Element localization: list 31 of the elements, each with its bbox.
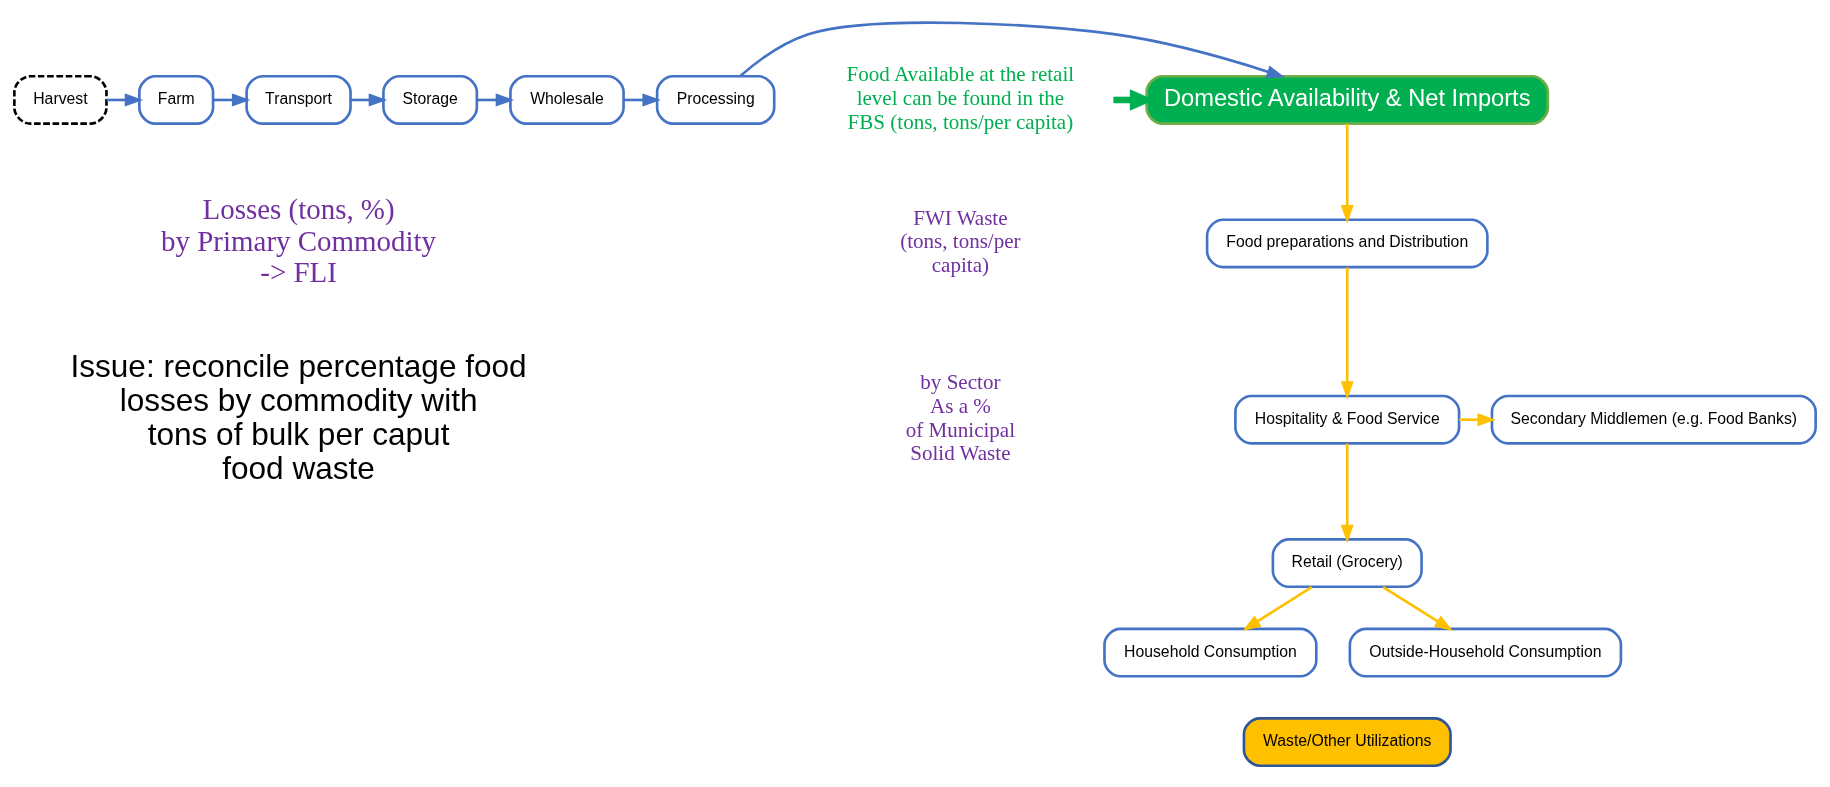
arrow (1340, 266, 1354, 400)
arrow (1242, 585, 1313, 631)
node-box: Storage (382, 74, 479, 125)
arrow (1459, 412, 1496, 426)
node-box: Processing (655, 74, 776, 125)
node-box: Waste/Other Utilizations (1242, 716, 1452, 767)
label: Issue: reconcile percentage food losses by commodity with tons of bulk per caput food waste (70, 347, 527, 486)
node-box: Outside-Household Consumption (1348, 627, 1623, 678)
arrow (477, 93, 515, 106)
label: Losses (tons, %) by Primary Commodity -> FLI (161, 192, 437, 288)
label: by Sector As a % of Municipal Solid Waste (905, 369, 1016, 465)
node-box: Domestic Availability & Net Imports (1145, 74, 1550, 125)
arrow (739, 20, 1286, 78)
arrow (1340, 123, 1354, 223)
node-box: Harvest (13, 74, 108, 125)
label: FWI Waste (tons, tons/per capita) (900, 205, 1021, 277)
node-box: Wholesale (509, 74, 625, 125)
node-box: Farm (138, 74, 215, 125)
arrow (351, 93, 388, 106)
node-text: Food Available at the retail level can be found in the FBS (tons, tons/per capita) (846, 61, 1075, 134)
node-box: Household Consumption (1103, 627, 1318, 678)
arrow (213, 93, 251, 106)
node-box: Food preparations and Distribution (1205, 217, 1489, 268)
node-box: Hospitality & Food Service (1234, 394, 1461, 445)
arrow (106, 93, 144, 106)
arrow (623, 93, 661, 106)
arrow (1340, 443, 1354, 543)
arrow (1382, 585, 1453, 631)
node-box: Retail (Grocery) (1271, 537, 1423, 588)
node-box: Secondary Middlemen (e.g. Food Banks) (1490, 394, 1817, 445)
node-box: Transport (245, 74, 352, 125)
